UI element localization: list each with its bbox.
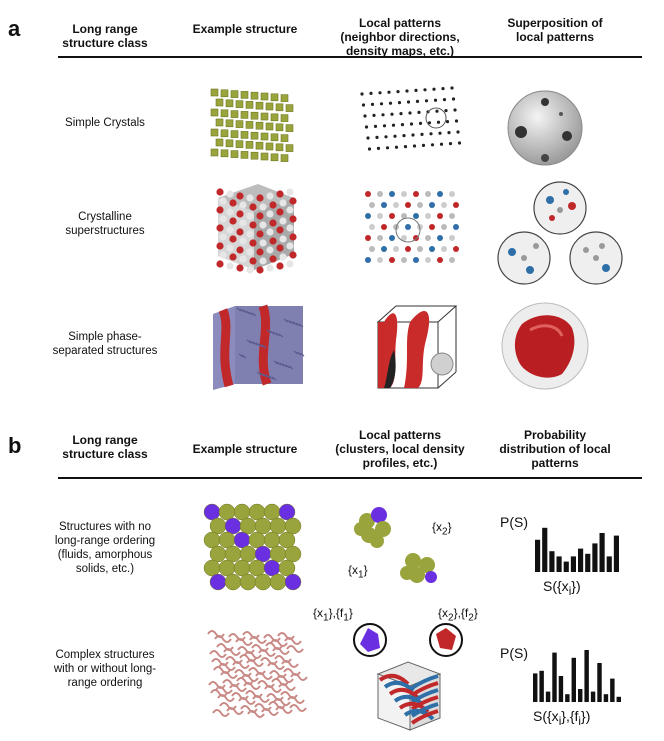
- phase-separated-image: [213, 304, 305, 390]
- superposition-blob-sphere: [501, 302, 589, 390]
- superposition-sphere-1: [507, 90, 583, 166]
- header-rule-a: [58, 56, 642, 58]
- s-label-2: S({xi},{fi}): [533, 708, 591, 728]
- local-clusters-image: [354, 507, 437, 583]
- panel-letter-a: a: [8, 16, 21, 41]
- amorphous-spheres-image: [203, 503, 302, 591]
- header-local-patterns-a: Local patterns (neighbor directions, den…: [340, 16, 460, 58]
- superposition-three-circles: [497, 181, 623, 285]
- histogram-1: [535, 527, 619, 572]
- panel-letter-b: b: [8, 433, 22, 458]
- label-x2-f2: {x2},{f2}: [438, 606, 478, 624]
- density-box-image: [376, 305, 458, 389]
- header-probability-distribution: Probability distribution of local patter…: [499, 428, 611, 470]
- label-x1-f1: {x1},{f1}: [313, 606, 353, 624]
- local-profile-image: [353, 623, 463, 731]
- s-label-1: S({xi}): [543, 578, 581, 598]
- superstructure-cube-image: [216, 184, 297, 274]
- header-structure-class-b: Long range structure class: [62, 433, 148, 461]
- row-label-phase-separated: Simple phase- separated structures: [52, 331, 158, 357]
- density-map-image: [365, 191, 459, 263]
- complex-structure-image: [207, 630, 308, 718]
- header-structure-class-a: Long range structure class: [62, 22, 148, 50]
- header-local-patterns-b: Local patterns (clusters, local density …: [335, 428, 465, 470]
- label-x2: {x2}: [432, 520, 452, 538]
- simple-crystal-image: [210, 88, 294, 162]
- neighbor-directions-image: [360, 86, 462, 151]
- row-label-complex-structures: Complex structures with or without long-…: [53, 649, 157, 689]
- header-example-structure-a: Example structure: [192, 22, 298, 36]
- ps-label-1: P(S): [500, 514, 528, 530]
- header-rule-b: [58, 477, 642, 479]
- header-superposition-a: Superposition of local patterns: [507, 16, 603, 44]
- label-x1: {x1}: [348, 563, 368, 581]
- ps-label-2: P(S): [500, 645, 528, 661]
- header-example-structure-b: Example structure: [192, 442, 298, 456]
- row-label-crystalline-superstructures: Crystalline superstructures: [65, 211, 145, 237]
- row-label-no-long-range: Structures with no long-range ordering (…: [54, 521, 156, 575]
- row-label-simple-crystals: Simple Crystals: [65, 117, 145, 129]
- histogram-2: [533, 650, 621, 702]
